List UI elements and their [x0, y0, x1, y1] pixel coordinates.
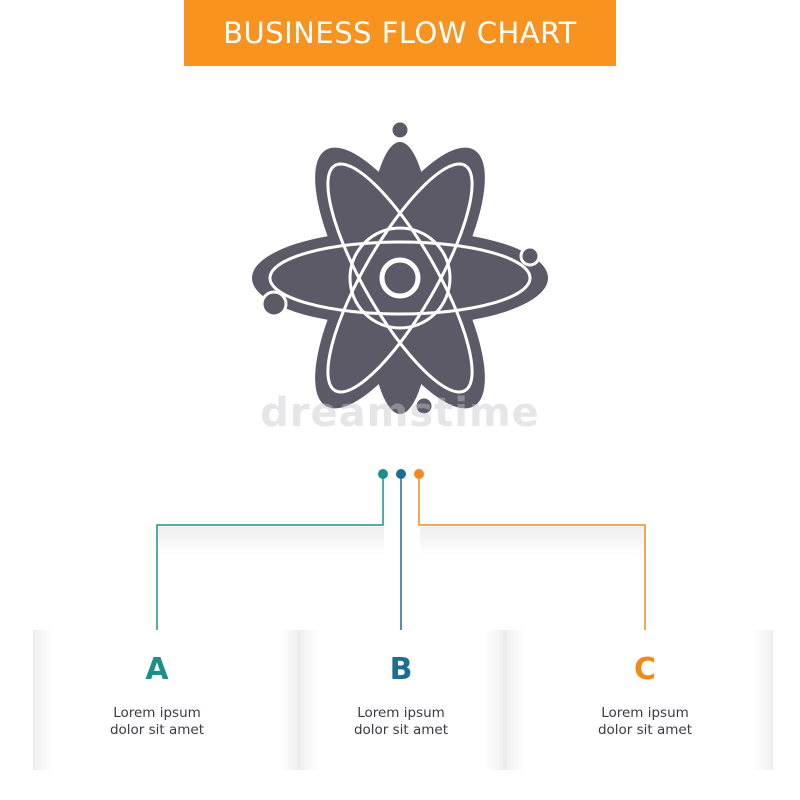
watermark: dreamstime	[260, 390, 540, 436]
connector-c	[418, 474, 646, 638]
step-letter-a: A	[145, 652, 169, 687]
connector-shade-left	[158, 527, 384, 557]
atom-electron-right	[519, 245, 541, 267]
step-text-b-line1: Lorem ipsum	[357, 705, 445, 721]
step-text-c: Lorem ipsum dolor sit amet	[565, 705, 725, 739]
step-letter-c: C	[633, 652, 657, 687]
atom-orbit-vertical	[366, 142, 434, 414]
connector-dot-a	[378, 469, 388, 479]
title-banner: BUSINESS FLOW CHART	[184, 0, 616, 66]
step-text-a: Lorem ipsum dolor sit amet	[77, 705, 237, 739]
step-text-b: Lorem ipsum dolor sit amet	[321, 705, 481, 739]
step-text-c-line2: dolor sit amet	[597, 722, 693, 738]
atom-electron-top	[389, 119, 411, 141]
connector-a	[156, 474, 384, 638]
atom-nucleus	[379, 257, 421, 299]
step-box-a	[33, 630, 299, 770]
step-box-b	[299, 630, 505, 770]
step-letter-b: B	[389, 652, 413, 687]
step-text-a-line1: Lorem ipsum	[113, 705, 201, 721]
atom-electron-bottom	[413, 395, 435, 417]
step-text-b-line2: dolor sit amet	[353, 722, 449, 738]
atom-icon	[252, 119, 548, 417]
atom-electron-left	[260, 290, 288, 318]
step-text-a-line2: dolor sit amet	[109, 722, 205, 738]
connector-dot-c	[414, 469, 424, 479]
step-box-c	[505, 630, 773, 770]
page-title: BUSINESS FLOW CHART	[223, 16, 577, 50]
connector-shade-right	[420, 527, 644, 557]
step-text-c-line1: Lorem ipsum	[601, 705, 689, 721]
connector-dot-b	[396, 469, 406, 479]
